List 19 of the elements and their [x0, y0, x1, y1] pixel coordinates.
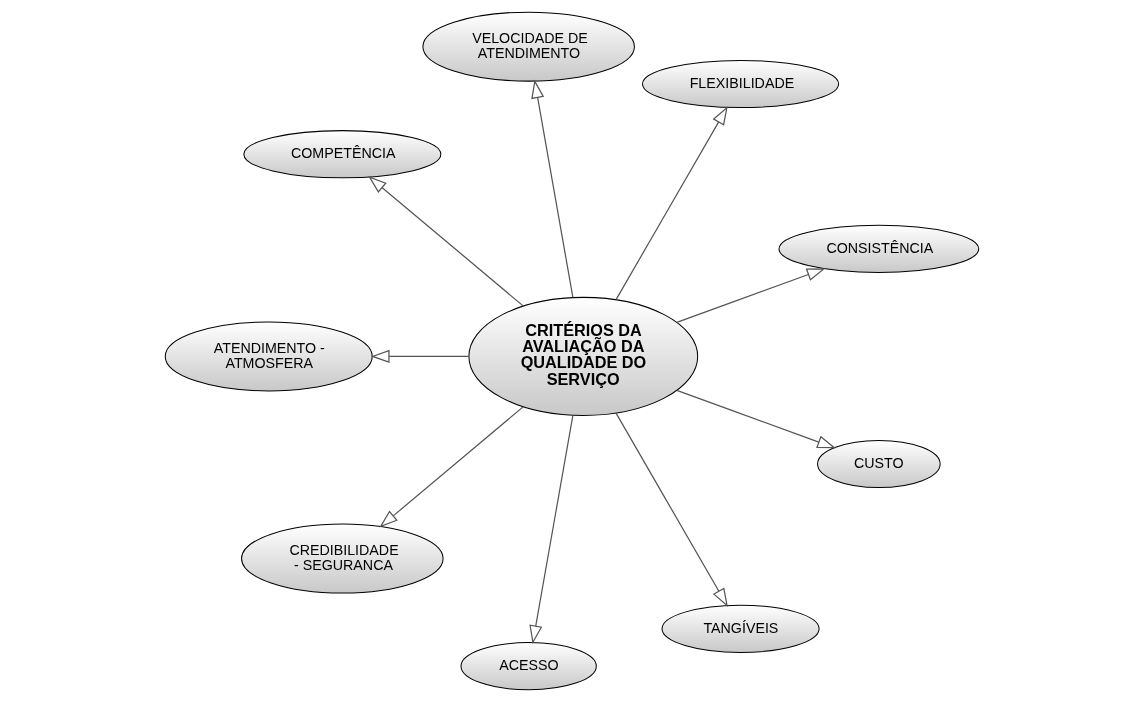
node-ellipse: TANGÍVEIS: [661, 604, 820, 653]
node-ellipse: CONSISTÊNCIA: [778, 224, 979, 273]
arrow: [367, 175, 524, 307]
node-ellipse: COMPETÊNCIA: [242, 130, 441, 179]
node-ellipse: ATENDIMENTO - ATMOSFERA: [164, 321, 373, 392]
arrow: [614, 106, 728, 301]
arrow: [675, 268, 826, 323]
arrow: [528, 414, 573, 645]
arrow: [614, 412, 728, 607]
arrow: [378, 406, 524, 528]
node-ellipse: VELOCIDADE DE ATENDIMENTO: [421, 11, 635, 82]
node-ellipse: CRITÉRIOS DA AVALIAÇÃO DA QUALIDADE DO SERVIÇO: [467, 296, 698, 416]
arrow: [530, 79, 573, 298]
node-ellipse: ACESSO: [460, 642, 597, 691]
arrow: [370, 349, 469, 363]
node-ellipse: CREDIBILIDADE - SEGURANCA: [240, 523, 444, 594]
arrow: [675, 389, 836, 449]
node-ellipse: CUSTO: [816, 439, 941, 489]
node-ellipse: FLEXIBILIDADE: [641, 59, 839, 109]
